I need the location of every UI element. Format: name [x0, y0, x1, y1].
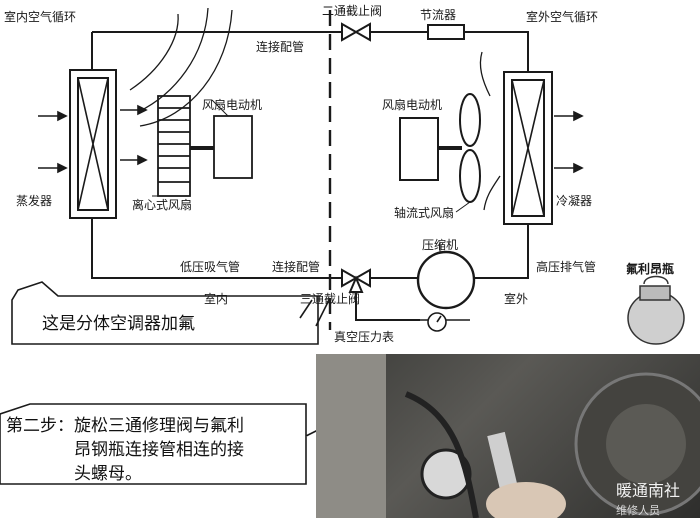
throttle-symbol — [427, 24, 465, 40]
caption-bubble — [11, 281, 319, 345]
airflow-arrows-right — [554, 110, 584, 174]
valve-service-pipe — [355, 290, 420, 321]
leader-lines — [152, 99, 471, 300]
connect-pipe-bottom-label: 连接配管 — [272, 260, 321, 274]
connect-pipe-top-label: 连接配管 — [256, 40, 305, 54]
freon-bottle-picture — [627, 275, 685, 345]
watermark-line1: 暖通南社 — [616, 481, 681, 500]
freon-bottle-label: 氟利昂瓶 — [626, 262, 675, 276]
axial-fan-label: 轴流式风扇 — [394, 206, 455, 220]
step-bubble — [0, 403, 307, 485]
throttle-label: 节流器 — [420, 8, 457, 22]
two-way-valve-label: 二通截止阀 — [322, 4, 383, 18]
repair-photo — [316, 354, 700, 518]
compressor-label: 压缩机 — [422, 238, 459, 252]
evaporator-label: 蒸发器 — [16, 194, 53, 208]
indoor-label: 室内 — [204, 292, 229, 306]
caption-text: 这是分体空调器加氟 — [42, 314, 195, 334]
watermark-line2: 维修人员 — [616, 504, 660, 517]
high-pressure-label: 高压排气管 — [536, 260, 597, 274]
outdoor-label: 室外 — [504, 292, 529, 306]
fan-motor-left-label: 风扇电动机 — [202, 98, 263, 112]
outdoor-circulation-label: 室外空气循环 — [526, 10, 599, 24]
axial-fan — [399, 93, 481, 203]
condenser-coil — [503, 71, 553, 225]
loop-right-pipe-bottom — [474, 224, 529, 279]
loop-top-pipe-right2 — [464, 31, 529, 72]
centrifugal-fan — [157, 95, 253, 197]
circulation-curves — [129, 7, 501, 211]
loop-left-pipe-bottom — [91, 218, 342, 279]
centrifugal-fan-label: 离心式风扇 — [132, 198, 193, 212]
three-way-valve-symbol — [341, 268, 371, 293]
three-way-valve-label: 三通截止阀 — [300, 292, 361, 306]
step-text-line1: 第二步：旋松三通修理阀与氟利 — [6, 416, 244, 436]
step-text-line3: 头螺母。 — [74, 464, 142, 484]
low-pressure-label: 低压吸气管 — [180, 260, 241, 274]
step-text-line2: 昂钢瓶连接管相连的接 — [74, 440, 244, 460]
indoor-circulation-label: 室内空气循环 — [4, 10, 77, 24]
vacuum-gauge-label: 真空压力表 — [334, 330, 395, 344]
two-way-valve-symbol — [341, 22, 371, 42]
fan-motor-right-label: 风扇电动机 — [382, 98, 443, 112]
compressor-symbol — [416, 250, 476, 310]
vacuum-gauge-symbol — [420, 312, 470, 332]
condenser-label: 冷凝器 — [556, 194, 593, 208]
evaporator-coil — [69, 69, 117, 219]
